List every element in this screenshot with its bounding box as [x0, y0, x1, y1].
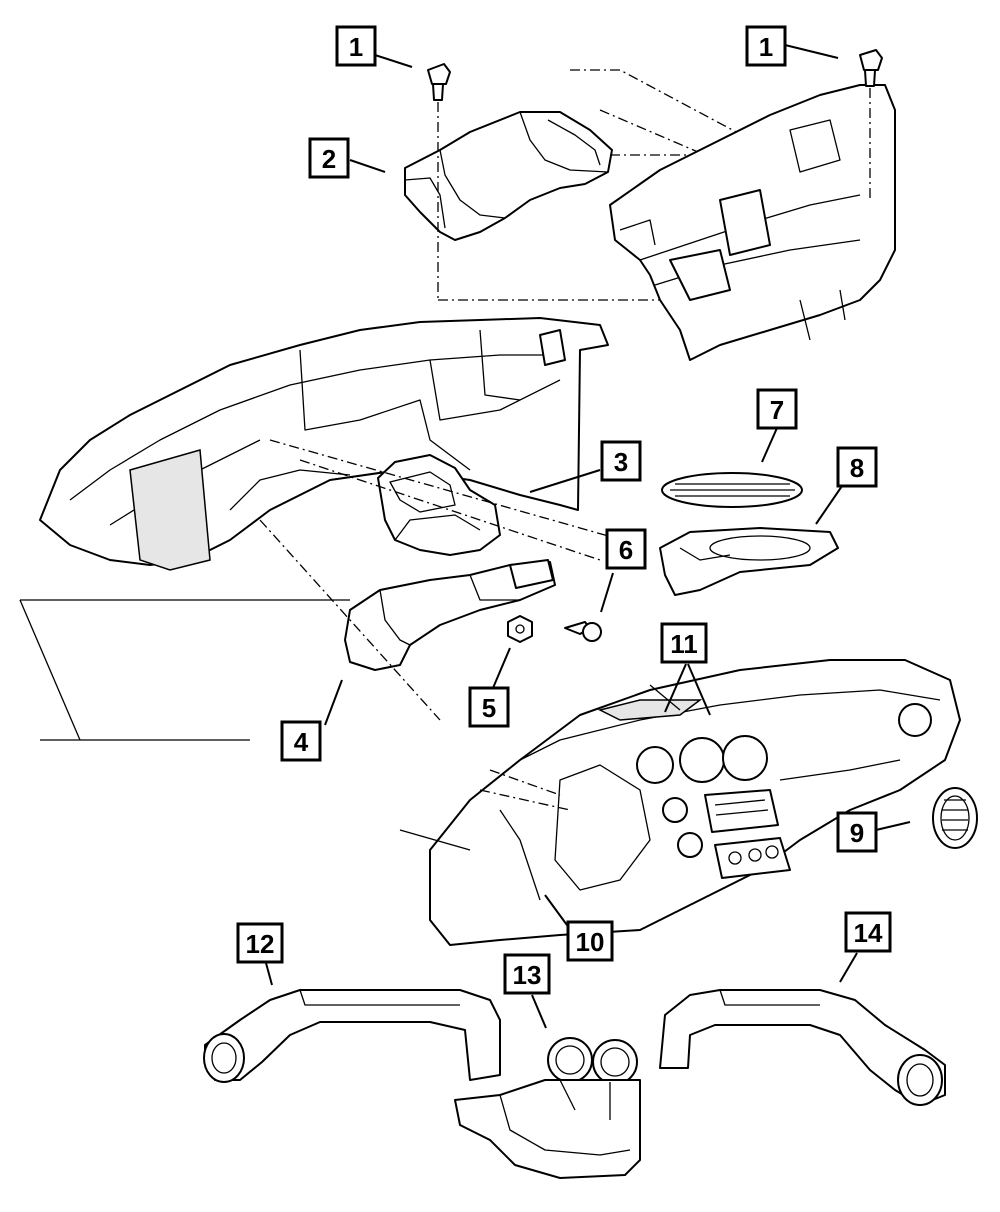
- floor-duct: [344, 559, 556, 671]
- callout-10: 10: [566, 920, 614, 962]
- defroster-duct: [377, 454, 501, 556]
- callout-12-label: 12: [246, 929, 275, 959]
- center-outlet-duct: [454, 1037, 641, 1179]
- callout-1-right: 1: [745, 25, 787, 67]
- right-outlet-duct: [659, 989, 946, 1106]
- callout-11: 11: [660, 622, 708, 664]
- heater-housing-structure: [609, 84, 896, 361]
- callout-10-label: 10: [576, 927, 605, 957]
- callout-4-label: 4: [294, 727, 309, 757]
- callout-14-label: 14: [854, 918, 883, 948]
- bolt-left: [427, 63, 451, 101]
- callout-11-label: 11: [670, 629, 698, 659]
- callout-7-label: 7: [770, 395, 784, 425]
- panel-frame: [39, 317, 609, 571]
- left-outlet-duct: [203, 989, 501, 1083]
- callout-4: 4: [280, 720, 322, 762]
- instrument-panel: [429, 659, 961, 946]
- nut: [507, 615, 533, 643]
- callout-6: 6: [605, 528, 647, 570]
- callout-8-label: 8: [850, 453, 864, 483]
- callout-2-label: 2: [322, 144, 336, 174]
- callout-2: 2: [308, 137, 350, 179]
- callout-3: 3: [600, 440, 642, 482]
- bolt-right: [859, 49, 883, 87]
- callout-1-left: 1: [335, 25, 377, 67]
- callout-9: 9: [836, 811, 878, 853]
- grille-bezel: [659, 527, 839, 596]
- upper-duct-assembly: [404, 111, 613, 241]
- callout-9-label: 9: [850, 818, 864, 848]
- callout-1-right-label: 1: [759, 32, 773, 62]
- callout-13: 13: [503, 953, 551, 995]
- callout-14: 14: [844, 911, 892, 953]
- callout-3-label: 3: [614, 447, 628, 477]
- callout-1-left-label: 1: [349, 32, 363, 62]
- screw: [564, 621, 602, 642]
- callout-5-label: 5: [482, 693, 496, 723]
- callout-8: 8: [836, 446, 878, 488]
- defroster-grille: [661, 472, 803, 508]
- callout-6-label: 6: [619, 535, 633, 565]
- round-vent: [932, 787, 978, 849]
- callout-13-label: 13: [513, 960, 542, 990]
- callout-5: 5: [468, 686, 510, 728]
- callout-7: 7: [756, 388, 798, 430]
- callout-12: 12: [236, 922, 284, 964]
